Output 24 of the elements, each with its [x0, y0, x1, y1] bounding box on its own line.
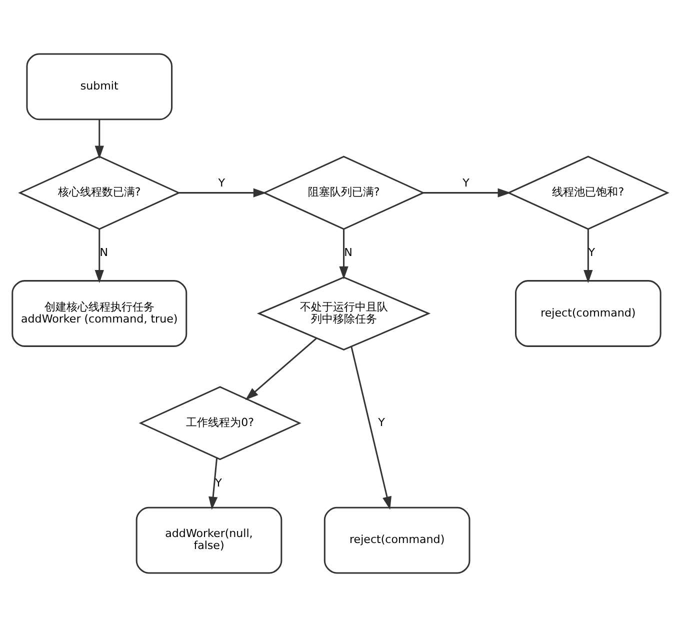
arrow — [350, 346, 392, 510]
arrow — [94, 229, 104, 284]
edge-label: N — [100, 246, 108, 259]
node-box: reject(command) — [324, 506, 470, 574]
node-diamond: 线程池已饱和? — [506, 156, 670, 230]
node-box: submit — [26, 53, 173, 120]
node-diamond: 阻塞队列已满? — [262, 156, 426, 230]
edge-label: Y — [378, 416, 385, 429]
node-diamond: 核心线程数已满? — [18, 156, 181, 230]
arrow — [179, 188, 266, 198]
edge-label: Y — [218, 176, 225, 190]
edge-label: Y — [462, 176, 470, 190]
edge-label: Y — [215, 476, 222, 490]
arrow — [208, 458, 218, 510]
node-box: 创建核心线程执行任务 addWorker (command, true) — [12, 280, 188, 347]
arrow — [245, 338, 317, 400]
edge-label: N — [344, 246, 352, 259]
arrow — [94, 120, 104, 159]
arrow — [584, 229, 593, 284]
arrow — [339, 229, 348, 280]
arrow — [423, 188, 511, 198]
node-diamond: 不处于运行中且队列中移除任务 — [256, 276, 431, 351]
node-box: addWorker(null, false) — [136, 506, 282, 574]
node-box: reject(command) — [515, 280, 662, 347]
